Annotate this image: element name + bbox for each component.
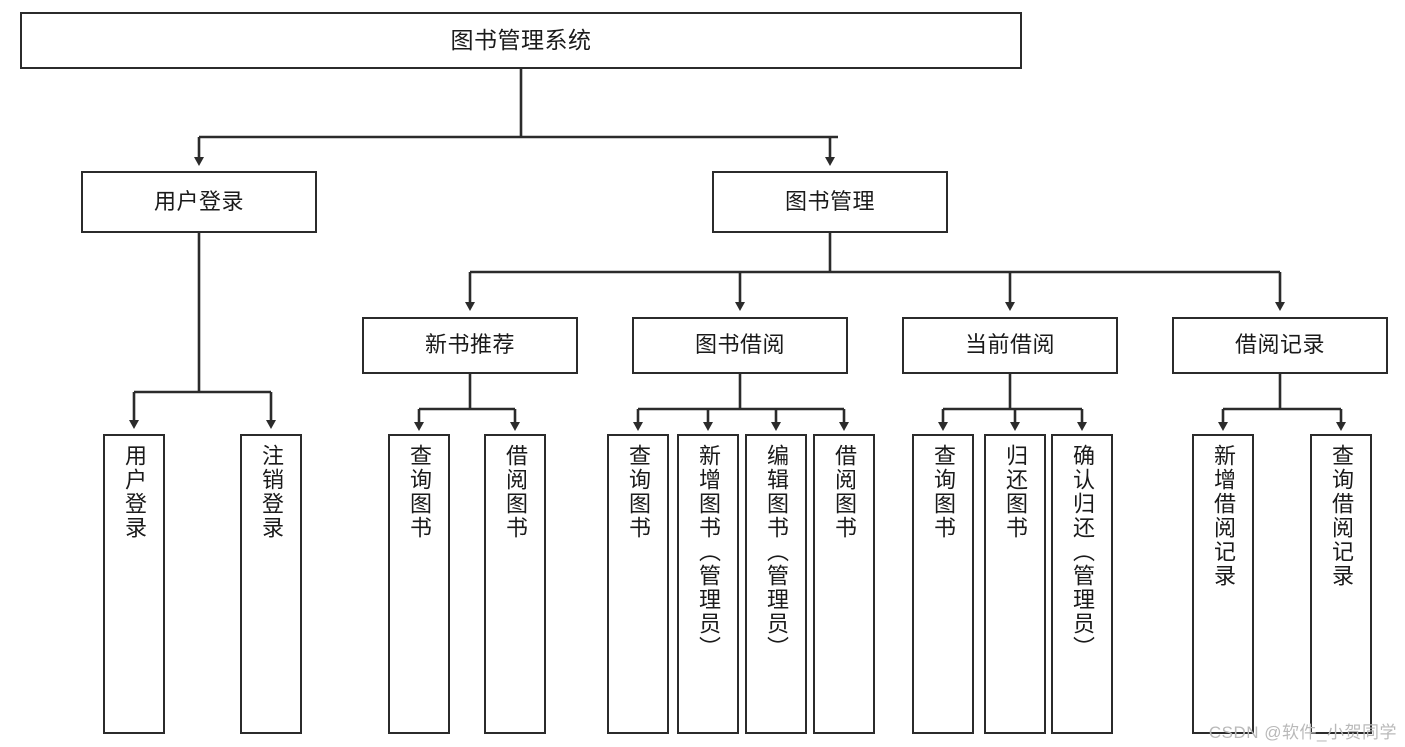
node-label: 查询图书 bbox=[930, 444, 956, 540]
node-label: 图书借阅 bbox=[694, 332, 785, 358]
node-book-manage[interactable]: 图书管理 bbox=[712, 171, 948, 233]
node-leaf-add-borrow-record[interactable]: 新增借阅记录 bbox=[1192, 434, 1254, 734]
node-label: 注销登录 bbox=[258, 444, 284, 540]
node-label: 借阅记录 bbox=[1234, 332, 1325, 358]
watermark-text: CSDN @软件_小贺同学 bbox=[1208, 723, 1397, 742]
node-leaf-user-login[interactable]: 用户登录 bbox=[103, 434, 165, 734]
node-borrow-record[interactable]: 借阅记录 bbox=[1172, 317, 1388, 374]
node-leaf-confirm-return-admin[interactable]: 确认归还（管理员） bbox=[1051, 434, 1113, 734]
node-label: 查询图书 bbox=[625, 444, 651, 540]
node-label: 编辑图书（管理员） bbox=[763, 444, 789, 660]
node-label: 新增图书（管理员） bbox=[695, 444, 721, 660]
node-root-system[interactable]: 图书管理系统 bbox=[20, 12, 1022, 69]
node-leaf-borrow-book[interactable]: 借阅图书 bbox=[813, 434, 875, 734]
node-user-login[interactable]: 用户登录 bbox=[81, 171, 317, 233]
node-label: 借阅图书 bbox=[502, 444, 528, 540]
node-label: 查询借阅记录 bbox=[1328, 444, 1354, 588]
node-label: 当前借阅 bbox=[964, 332, 1055, 358]
node-leaf-user-logout[interactable]: 注销登录 bbox=[240, 434, 302, 734]
node-label: 图书管理系统 bbox=[450, 26, 592, 53]
node-label: 图书管理 bbox=[784, 188, 875, 214]
node-leaf-borrow-book-rec[interactable]: 借阅图书 bbox=[484, 434, 546, 734]
node-leaf-query-book-rec[interactable]: 查询图书 bbox=[388, 434, 450, 734]
node-book-borrow[interactable]: 图书借阅 bbox=[632, 317, 848, 374]
node-leaf-edit-book-admin[interactable]: 编辑图书（管理员） bbox=[745, 434, 807, 734]
node-current-borrow[interactable]: 当前借阅 bbox=[902, 317, 1118, 374]
node-label: 查询图书 bbox=[406, 444, 432, 540]
node-new-book-rec[interactable]: 新书推荐 bbox=[362, 317, 578, 374]
node-label: 用户登录 bbox=[153, 188, 244, 214]
node-leaf-query-book-current[interactable]: 查询图书 bbox=[912, 434, 974, 734]
node-label: 确认归还（管理员） bbox=[1069, 444, 1095, 660]
node-label: 借阅图书 bbox=[831, 444, 857, 540]
node-label: 新书推荐 bbox=[424, 332, 515, 358]
node-label: 用户登录 bbox=[121, 444, 147, 540]
node-leaf-return-book[interactable]: 归还图书 bbox=[984, 434, 1046, 734]
node-leaf-query-book-borrow[interactable]: 查询图书 bbox=[607, 434, 669, 734]
node-leaf-add-book-admin[interactable]: 新增图书（管理员） bbox=[677, 434, 739, 734]
node-label: 新增借阅记录 bbox=[1210, 444, 1236, 588]
node-label: 归还图书 bbox=[1002, 444, 1028, 540]
node-leaf-query-borrow-record[interactable]: 查询借阅记录 bbox=[1310, 434, 1372, 734]
